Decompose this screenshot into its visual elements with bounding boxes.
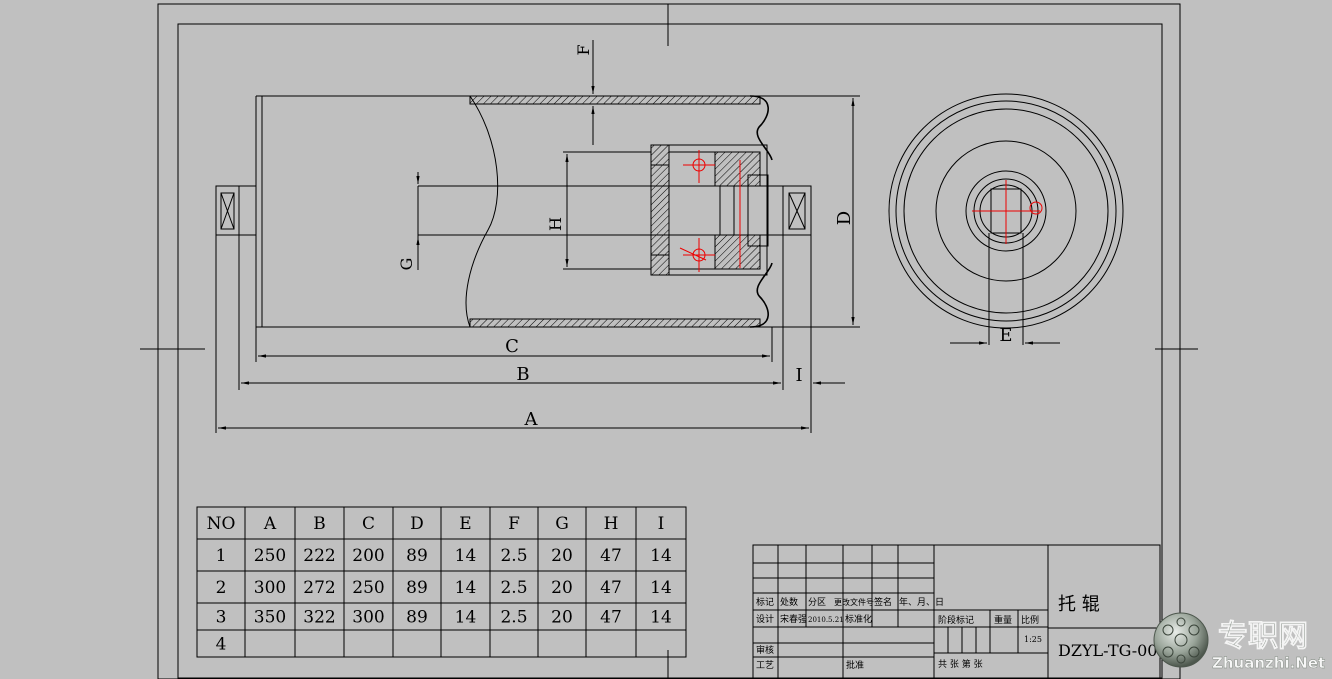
spec-table-header-cell: H xyxy=(604,514,619,534)
drawing-number: DZYL-TG-00 xyxy=(1058,641,1157,660)
dim-label-h: H xyxy=(546,217,565,231)
spec-table-cell: 222 xyxy=(303,546,335,566)
spec-table-cell: 47 xyxy=(600,546,622,566)
spec-table-header-cell: B xyxy=(313,514,326,534)
spec-table-cell: 20 xyxy=(551,546,573,566)
spec-table-cell: 14 xyxy=(650,578,672,598)
watermark-en: Zhuanzhi.Net xyxy=(1212,654,1325,672)
dim-label-a: A xyxy=(524,409,539,430)
roller-front-view xyxy=(215,95,812,328)
spec-table-cell: 250 xyxy=(352,578,384,598)
tb-sheets: 共 张 第 张 xyxy=(938,658,983,670)
tb-stage-mark: 阶段标记 xyxy=(938,614,974,626)
spec-table-header-cell: E xyxy=(459,514,471,534)
watermark: 专职网 Zhuanzhi.Net xyxy=(1153,612,1325,672)
spec-table-cell: 2.5 xyxy=(500,608,527,628)
tb-weight: 重量 xyxy=(994,614,1012,626)
spec-table-cell: 3 xyxy=(216,608,227,628)
spec-table-cell: 2.5 xyxy=(500,578,527,598)
spec-table-cell: 272 xyxy=(303,578,335,598)
spec-table-cell: 14 xyxy=(650,608,672,628)
tb-designer: 宋春强 xyxy=(780,613,807,625)
spec-table-header-cell: NO xyxy=(207,514,236,534)
spec-table-cell: 4 xyxy=(216,635,227,655)
spec-table-header-cell: D xyxy=(410,514,424,534)
tb-scale: 1:25 xyxy=(1024,635,1042,644)
spec-table-cell: 300 xyxy=(352,608,384,628)
tb-count: 处数 xyxy=(780,596,798,608)
spec-table-cell: 14 xyxy=(455,608,477,628)
spec-table-grid xyxy=(196,506,687,658)
spec-table-header-cell: C xyxy=(362,514,375,534)
spec-table-cell: 2 xyxy=(216,578,227,598)
front-dimension-lines xyxy=(215,40,860,433)
bearing-centerlines xyxy=(679,150,741,272)
dim-label-e: E xyxy=(999,325,1012,346)
tb-mark: 标记 xyxy=(756,596,774,608)
tb-design-date: 2010.5.21 xyxy=(808,616,844,624)
watermark-cn: 专职网 xyxy=(1218,619,1308,654)
spec-table-header-cell: G xyxy=(555,514,569,534)
tb-design: 设计 xyxy=(756,613,774,625)
spec-table-header-cell: F xyxy=(508,514,520,534)
spec-table-cell: 2.5 xyxy=(500,546,527,566)
dim-label-i: I xyxy=(795,365,802,386)
spec-table-cell: 250 xyxy=(254,546,286,566)
spec-table-cell: 89 xyxy=(406,546,428,566)
tb-date: 年、月、日 xyxy=(899,596,944,608)
spec-table-cell: 20 xyxy=(551,578,573,598)
spec-table-cell: 20 xyxy=(551,608,573,628)
spec-table-cell: 14 xyxy=(455,578,477,598)
spec-table-cell: 1 xyxy=(216,546,227,566)
title-block-grid xyxy=(752,544,1161,679)
tb-process: 工艺 xyxy=(756,660,774,671)
spec-table-cell: 14 xyxy=(455,546,477,566)
tb-signature: 签名 xyxy=(874,596,892,608)
spec-table-cell: 14 xyxy=(650,546,672,566)
watermark-logo-icon xyxy=(1153,612,1209,668)
spec-table-cell: 350 xyxy=(254,608,286,628)
spec-table-cell: 47 xyxy=(600,578,622,598)
spec-table-cell: 89 xyxy=(406,608,428,628)
dim-label-b: B xyxy=(516,364,529,385)
tb-approve: 批准 xyxy=(846,659,864,671)
dim-label-f: F xyxy=(574,44,593,55)
spec-table: NO A B C D E F G H I 1 250 222 200 89 14 2.5 20 47 14 2 300 27… xyxy=(207,514,672,655)
dim-label-g: G xyxy=(397,258,416,271)
tb-ratio: 比例 xyxy=(1021,614,1039,626)
spec-table-header-cell: A xyxy=(263,514,277,534)
spec-table-cell: 47 xyxy=(600,608,622,628)
dim-label-c: C xyxy=(505,336,519,357)
spec-table-cell: 89 xyxy=(406,578,428,598)
spec-table-cell: 200 xyxy=(352,546,384,566)
part-name: 托 辊 xyxy=(1058,594,1100,615)
side-view-centerlines xyxy=(972,180,1043,244)
spec-table-header-cell: I xyxy=(658,514,665,534)
tb-review: 审核 xyxy=(756,644,774,656)
tb-standardize: 标准化 xyxy=(845,613,872,625)
dim-label-d: D xyxy=(834,211,855,225)
tb-zone: 分区 xyxy=(808,597,826,608)
spec-table-cell: 322 xyxy=(303,608,335,628)
title-block-labels: 标记 处数 分区 更改文件号 签名 年、月、日 设计 宋春强 2010.5.21… xyxy=(756,596,1042,671)
spec-table-cell: 300 xyxy=(254,578,286,598)
drawing-frame xyxy=(140,3,1198,679)
tb-change-doc: 更改文件号 xyxy=(834,597,874,607)
